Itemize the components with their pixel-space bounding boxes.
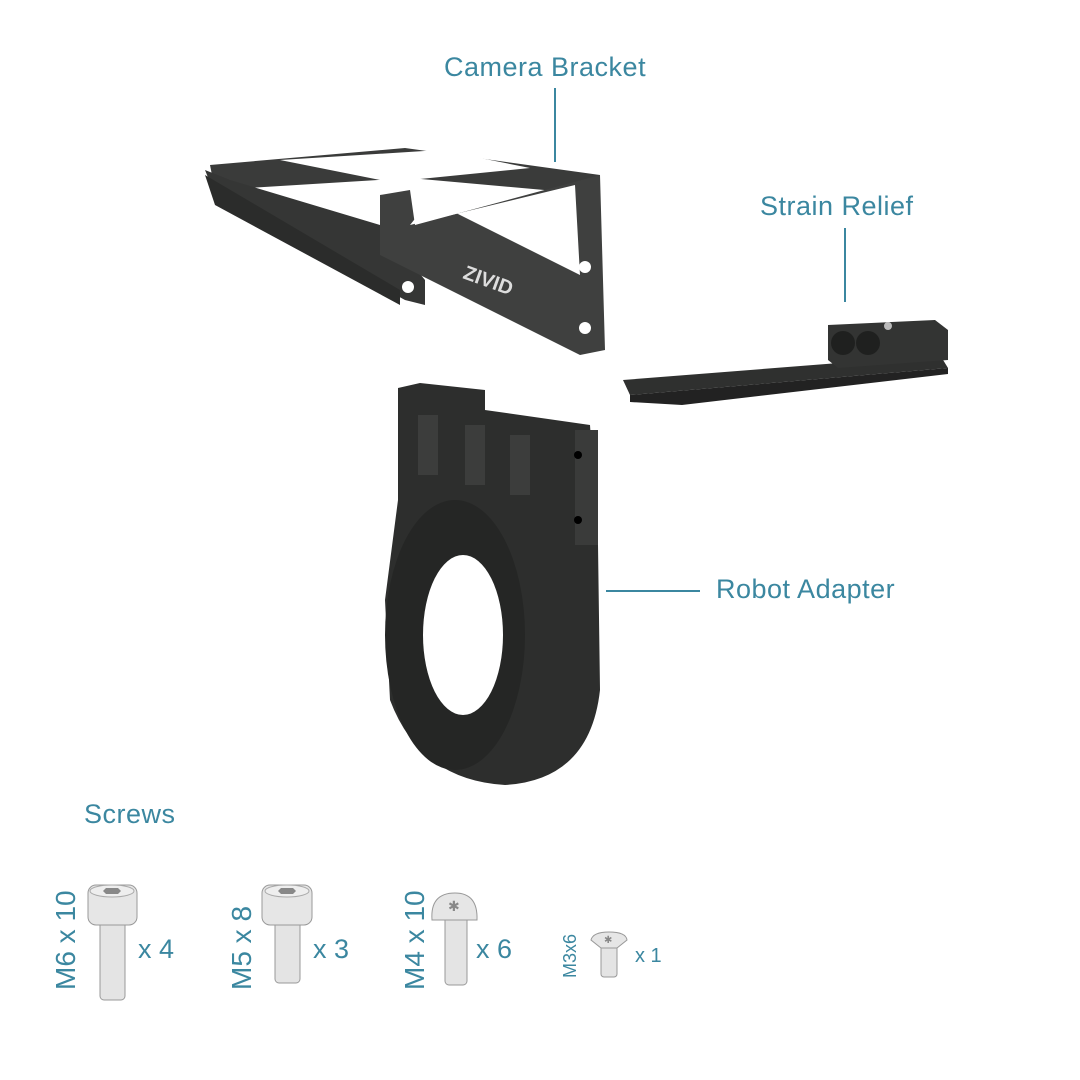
screw-m5-image [261,884,313,984]
screw-qty-label: x 4 [138,934,175,964]
strain-relief-label: Strain Relief [760,191,914,221]
screw-m6-image [87,884,138,1001]
screw-size-label: M6 x 10 [50,890,81,990]
strain-relief-image [623,320,948,405]
camera-bracket-leader-line [554,88,556,162]
camera-bracket-image: ZIVID [205,148,605,355]
screw-m4-image: ✱ [431,892,478,986]
camera-bracket-label: Camera Bracket [444,52,647,82]
screw-m3-image: ✱ [590,931,628,978]
screw-size-label: M4 x 10 [399,890,430,990]
robot-adapter-image [385,383,600,785]
screw-qty-label: x 3 [313,934,350,964]
screw-size-label: M5 x 8 [226,905,257,990]
screw-size-label: M3x6 [560,933,580,978]
strain-relief-leader-line [844,228,846,302]
screw-qty-label: x 6 [476,934,513,964]
robot-adapter-leader-line [606,590,700,592]
robot-adapter-label: Robot Adapter [716,574,896,604]
svg-text:✱: ✱ [604,935,612,946]
svg-text:✱: ✱ [448,898,460,914]
screws-heading: Screws [84,799,176,829]
screw-qty-label: x 1 [635,945,662,967]
